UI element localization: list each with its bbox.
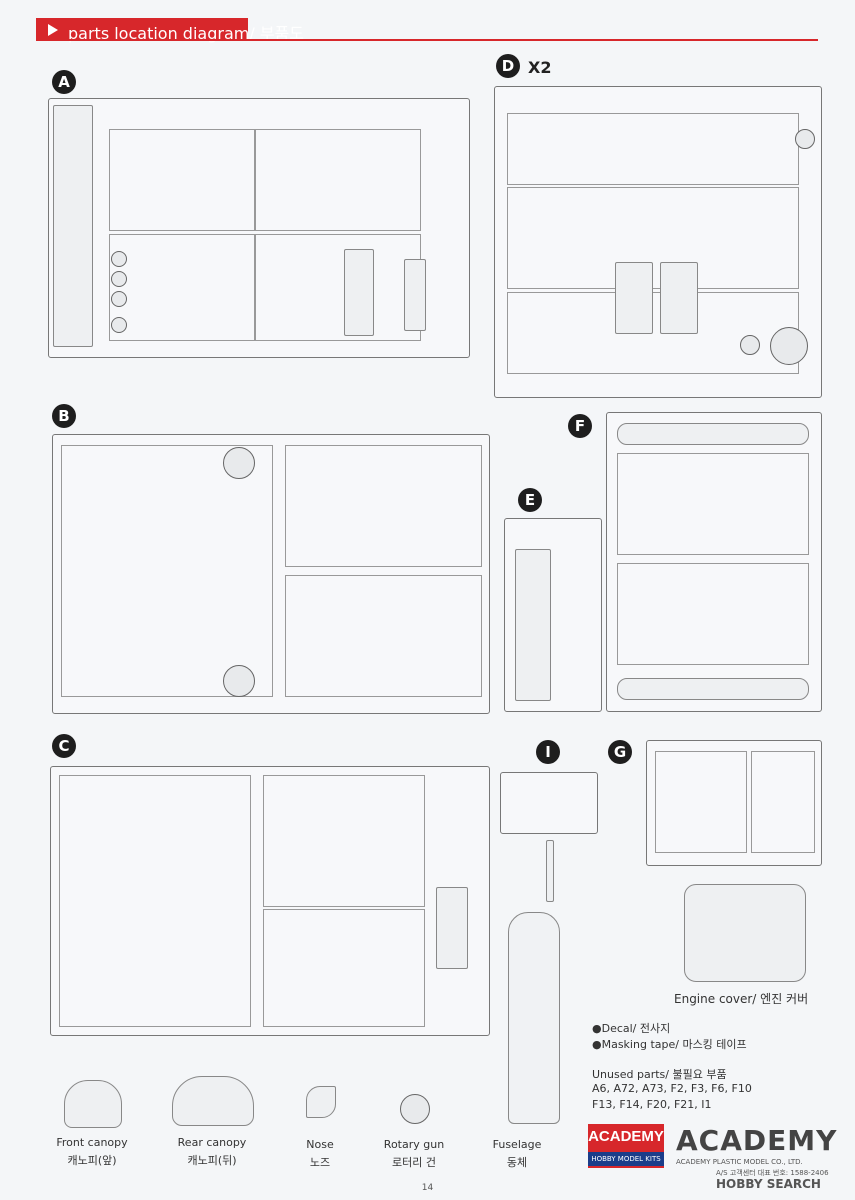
- academy-logo-text: ACADEMY: [588, 1128, 664, 1145]
- unused-line-1: A6, A72, A73, F2, F3, F6, F10: [592, 1082, 752, 1095]
- sprue-d: [494, 86, 822, 398]
- wheel-part: [740, 335, 760, 355]
- sprue-d-cell: [507, 187, 799, 289]
- sprue-a-cell: [109, 234, 256, 341]
- sprue-f-cell: [617, 563, 809, 665]
- sprue-f-cell: [617, 453, 809, 555]
- rod-part: [546, 840, 554, 902]
- engine-cover-part: [684, 884, 806, 982]
- nose-part: [306, 1086, 336, 1118]
- sprue-e-part: [515, 549, 551, 701]
- sprue-d-badge: D: [496, 54, 520, 78]
- rear-canopy-part: [172, 1076, 254, 1126]
- academy-logo-subtitle: HOBBY MODEL KITS: [588, 1152, 664, 1166]
- sprue-b-cell: [285, 445, 482, 567]
- masking-note: ●Masking tape/ 마스킹 테이프: [592, 1038, 747, 1051]
- fuselage-label-ko: 동체: [506, 1156, 528, 1169]
- watermark: HOBBY SEARCH: [716, 1177, 821, 1191]
- rear-canopy-label: Rear canopy: [177, 1136, 247, 1149]
- section-header: parts location diagram/ 부품도: [0, 10, 855, 43]
- decal-note: ●Decal/ 전사지: [592, 1022, 671, 1035]
- sprue-d-part: [660, 262, 698, 334]
- sprue-g: [646, 740, 822, 866]
- unused-line-2: F13, F14, F20, F21, I1: [592, 1098, 712, 1111]
- sprue-f: [606, 412, 822, 712]
- sprue-a-badge: A: [52, 70, 76, 94]
- sprue-f-part: [617, 678, 809, 700]
- wheel-part: [111, 317, 127, 333]
- page-number: 14: [421, 1183, 434, 1193]
- sprue-c-cell: [59, 775, 251, 1027]
- sprue-c: [50, 766, 490, 1036]
- sprue-b-badge: B: [52, 404, 76, 428]
- sprue-d-cell: [507, 113, 799, 185]
- brand-company: ACADEMY PLASTIC MODEL CO., LTD.: [676, 1158, 803, 1166]
- academy-logo: ACADEMY HOBBY MODEL KITS: [588, 1124, 664, 1168]
- header-bar: [36, 18, 248, 40]
- wheel-part: [111, 271, 127, 287]
- sprue-c-part: [436, 887, 468, 969]
- sprue-i-badge: I: [536, 740, 560, 764]
- sprue-f-badge: F: [568, 414, 592, 438]
- sprue-d-quantity: X2: [528, 58, 552, 77]
- sprue-g-badge: G: [608, 740, 632, 764]
- sprue-a: [48, 98, 470, 358]
- sprue-g-cell: [751, 751, 815, 853]
- sprue-f-part: [617, 423, 809, 445]
- header-rule: [36, 39, 818, 41]
- rotary-gun-part: [400, 1094, 430, 1124]
- unused-title: Unused parts/ 불필요 부품: [592, 1068, 727, 1081]
- fan-part: [770, 327, 808, 365]
- ring-part: [223, 447, 255, 479]
- sprue-i: [500, 772, 598, 834]
- sprue-e: [504, 518, 602, 712]
- fuselage-part: [508, 912, 560, 1124]
- brand-wordmark: ACADEMY: [676, 1124, 838, 1157]
- sprue-c-cell: [263, 775, 425, 907]
- sprue-a-cell: [254, 129, 421, 231]
- sprue-c-badge: C: [52, 734, 76, 758]
- wheel-part: [111, 251, 127, 267]
- brand-service: A/S 고객센터 대표 번호: 1588-2406: [716, 1169, 829, 1177]
- sprue-b: [52, 434, 490, 714]
- engine-cover-label: Engine cover/ 엔진 커버: [674, 992, 809, 1006]
- sprue-b-cell: [61, 445, 273, 697]
- wheel-part: [795, 129, 815, 149]
- sprue-e-badge: E: [518, 488, 542, 512]
- ring-part: [223, 665, 255, 697]
- nose-label-ko: 노즈: [309, 1156, 331, 1169]
- front-canopy-label-ko: 캐노피(앞): [67, 1154, 117, 1167]
- front-canopy-label: Front canopy: [56, 1136, 128, 1149]
- sprue-a-part: [344, 249, 374, 336]
- rotary-gun-label-ko: 로터리 건: [392, 1156, 436, 1169]
- header-title: parts location diagram/ 부품도: [68, 24, 304, 43]
- sprue-g-cell: [655, 751, 747, 853]
- sprue-c-cell: [263, 909, 425, 1027]
- sprue-a-part: [404, 259, 426, 331]
- sprue-a-cell: [254, 234, 421, 341]
- sprue-a-part: [53, 105, 93, 347]
- sprue-a-cell: [109, 129, 256, 231]
- wheel-part: [111, 291, 127, 307]
- sprue-b-cell: [285, 575, 482, 697]
- front-canopy-part: [64, 1080, 122, 1128]
- sprue-d-cell: [507, 292, 799, 374]
- fuselage-label: Fuselage: [492, 1138, 542, 1151]
- rear-canopy-label-ko: 캐노피(뒤): [187, 1154, 237, 1167]
- rotary-gun-label: Rotary gun: [383, 1138, 445, 1151]
- sprue-d-part: [615, 262, 653, 334]
- nose-label: Nose: [306, 1138, 334, 1151]
- header-arrow-icon: [48, 24, 58, 36]
